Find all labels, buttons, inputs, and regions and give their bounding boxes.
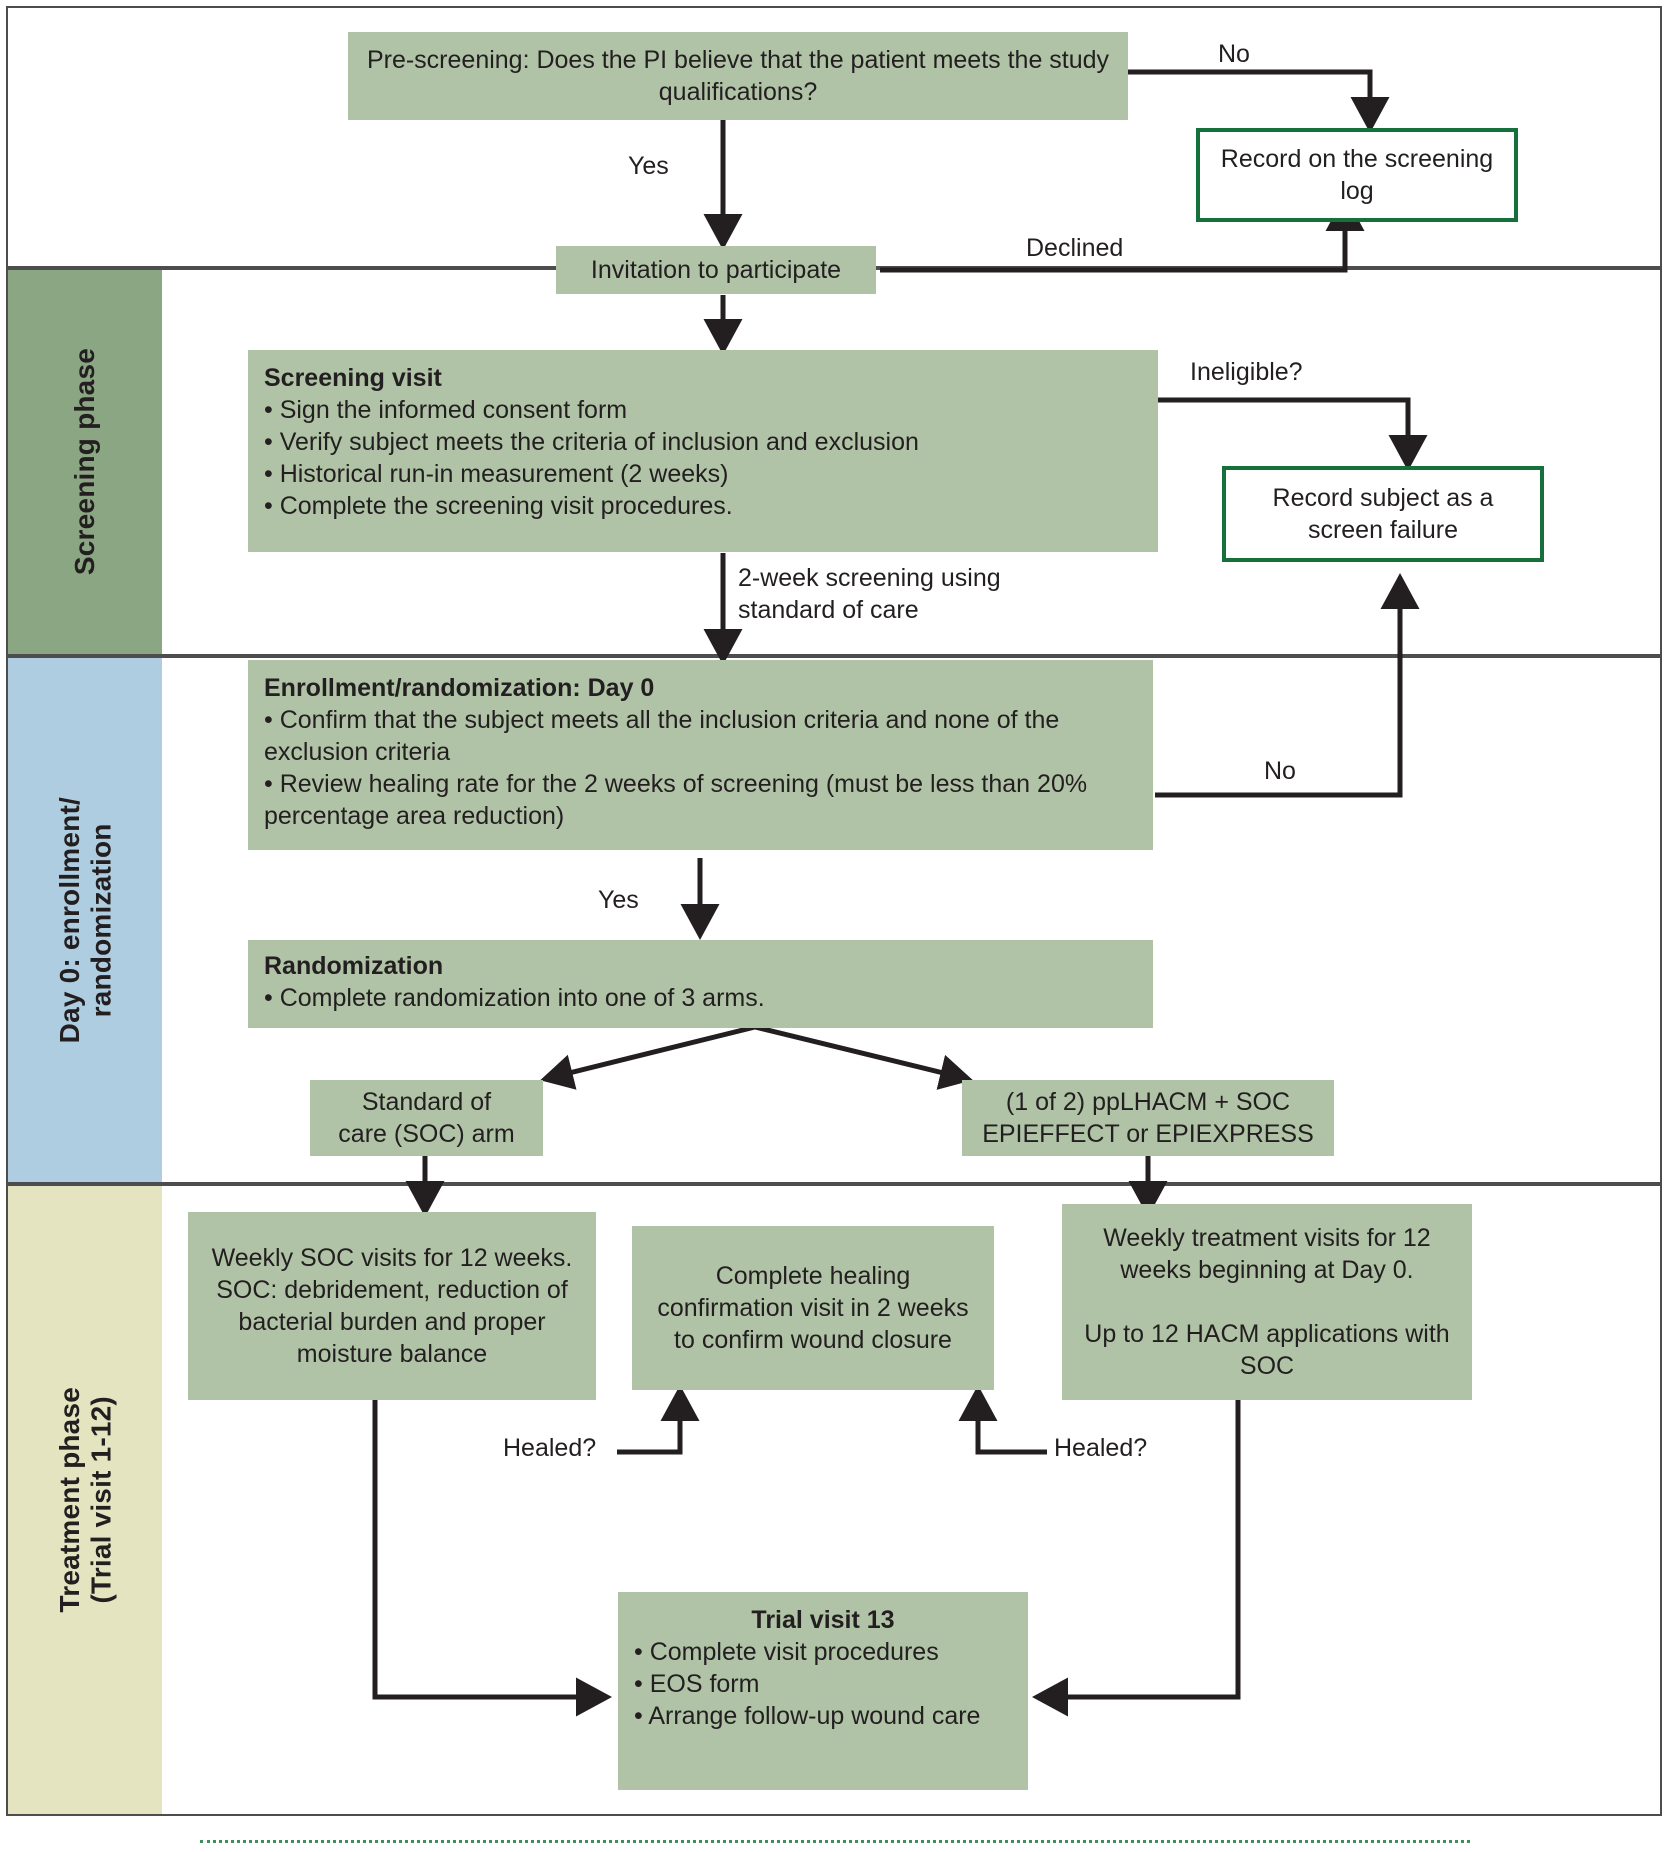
node-pplhacm-arm[interactable]: (1 of 2) ppLHACM + SOC EPIEFFECT or EPIE… <box>962 1080 1334 1156</box>
band-label-day0: Day 0: enrollment/ randomization <box>8 658 162 1182</box>
band-day0-frame <box>6 656 1662 1184</box>
band-label-screening: Screening phase <box>8 270 162 654</box>
node-screen-failure[interactable]: Record subject as a screen failure <box>1222 466 1544 562</box>
band-label-treatment-text: Treatment phase (Trial visit 1-12) <box>53 1387 116 1613</box>
edge-label-declined: Declined <box>1026 234 1124 262</box>
node-enrollment-item-1: • Review healing rate for the 2 weeks of… <box>264 770 1088 830</box>
node-randomization-title: Randomization <box>264 952 444 980</box>
node-screening-visit-item-0: • Sign the informed consent form <box>264 396 628 424</box>
node-screening-visit-item-3: • Complete the screening visit procedure… <box>264 492 733 520</box>
edge-label-healed-right: Healed? <box>1054 1434 1148 1462</box>
edge-label-no-enrollment: No <box>1264 757 1296 785</box>
node-screening-log[interactable]: Record on the screening log <box>1196 128 1518 222</box>
node-randomization-item-0: • Complete randomization into one of 3 a… <box>264 984 765 1012</box>
node-soc-arm-text: Standard of care (SOC) arm <box>338 1088 515 1148</box>
node-trial-visit-13-item-0: • Complete visit procedures <box>634 1638 939 1666</box>
band-label-day0-text: Day 0: enrollment/ randomization <box>53 796 116 1044</box>
node-weekly-treatment-text: Weekly treatment visits for 12 weeks beg… <box>1084 1224 1450 1380</box>
node-trial-visit-13-item-1: • EOS form <box>634 1670 760 1698</box>
edge-label-no-prescreen: No <box>1218 40 1250 68</box>
node-invitation-text: Invitation to participate <box>590 256 842 284</box>
edge-label-ineligible: Ineligible? <box>1190 358 1303 386</box>
footer-divider <box>200 1840 1470 1843</box>
node-enrollment-title: Enrollment/randomization: Day 0 <box>264 674 655 702</box>
node-trial-visit-13-title: Trial visit 13 <box>751 1606 895 1634</box>
node-screening-visit[interactable]: Screening visit • Sign the informed cons… <box>248 350 1158 552</box>
node-prescreening-text: Pre-screening: Does the PI believe that … <box>366 46 1110 106</box>
edge-label-two-week-screening: 2-week screening using standard of care <box>738 564 1001 624</box>
band-treatment-frame <box>6 1184 1662 1816</box>
node-weekly-soc[interactable]: Weekly SOC visits for 12 weeks. SOC: deb… <box>188 1212 596 1400</box>
node-enrollment-item-0: • Confirm that the subject meets all the… <box>264 706 1060 766</box>
node-weekly-treatment[interactable]: Weekly treatment visits for 12 weeks beg… <box>1062 1204 1472 1400</box>
node-prescreening[interactable]: Pre-screening: Does the PI believe that … <box>348 32 1128 120</box>
edge-label-yes-enrollment: Yes <box>598 886 639 914</box>
edge-label-healed-left: Healed? <box>503 1434 597 1462</box>
node-screening-visit-item-1: • Verify subject meets the criteria of i… <box>264 428 919 456</box>
node-healing-confirmation[interactable]: Complete healing confirmation visit in 2… <box>632 1226 994 1390</box>
edge-label-yes-prescreen: Yes <box>628 152 669 180</box>
node-screen-failure-text: Record subject as a screen failure <box>1272 483 1494 545</box>
node-trial-visit-13-item-2: • Arrange follow-up wound care <box>634 1702 981 1730</box>
node-screening-visit-item-2: • Historical run-in measurement (2 weeks… <box>264 460 729 488</box>
node-invitation[interactable]: Invitation to participate <box>556 246 876 294</box>
node-screening-visit-title: Screening visit <box>264 364 442 392</box>
node-healing-confirmation-text: Complete healing confirmation visit in 2… <box>657 1262 969 1354</box>
node-screening-log-text: Record on the screening log <box>1220 144 1494 206</box>
node-randomization[interactable]: Randomization • Complete randomization i… <box>248 940 1153 1028</box>
node-pplhacm-arm-text: (1 of 2) ppLHACM + SOC EPIEFFECT or EPIE… <box>982 1088 1314 1148</box>
band-label-screening-text: Screening phase <box>69 348 101 576</box>
node-enrollment[interactable]: Enrollment/randomization: Day 0 • Confir… <box>248 660 1153 850</box>
node-trial-visit-13[interactable]: Trial visit 13 • Complete visit procedur… <box>618 1592 1028 1790</box>
band-label-treatment: Treatment phase (Trial visit 1-12) <box>8 1186 162 1814</box>
node-soc-arm[interactable]: Standard of care (SOC) arm <box>310 1080 543 1156</box>
node-weekly-soc-text: Weekly SOC visits for 12 weeks. SOC: deb… <box>211 1244 573 1368</box>
